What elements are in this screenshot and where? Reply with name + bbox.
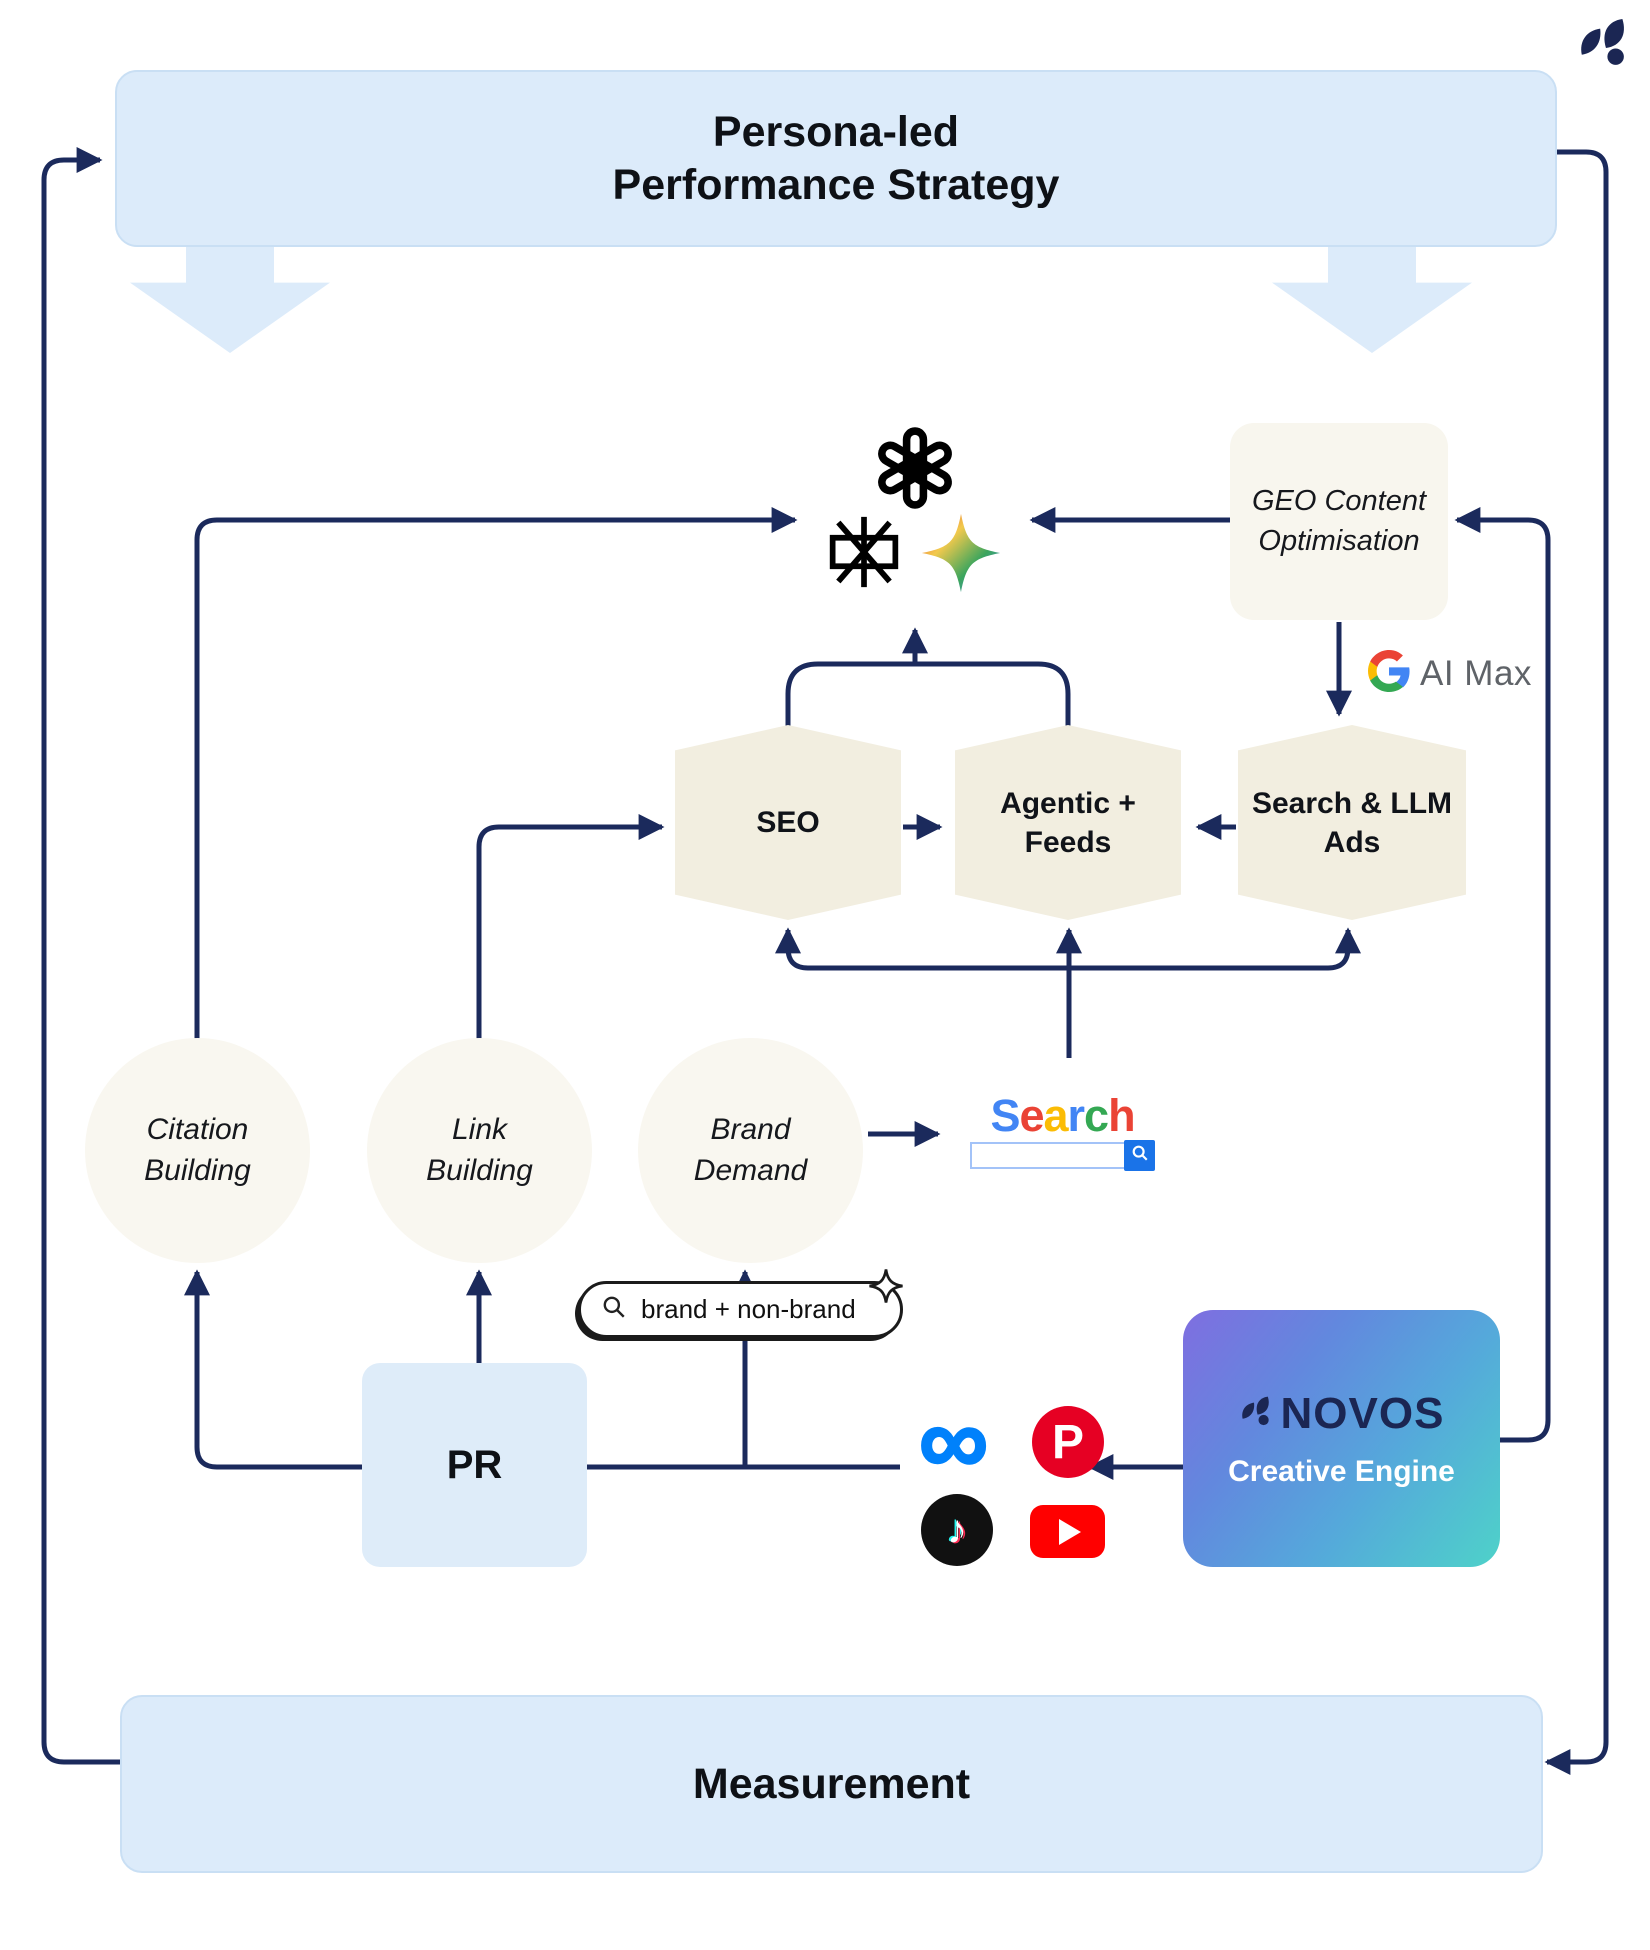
- search-llm-ads-hexagon: Search & LLM Ads: [1238, 725, 1466, 920]
- novos-creative-engine-box: NOVOS Creative Engine: [1183, 1310, 1500, 1567]
- ai-max-label: AI Max: [1420, 653, 1532, 693]
- brand-label-line1: Brand: [710, 1113, 791, 1146]
- geo-box-line2: Optimisation: [1258, 524, 1420, 557]
- wire-pr-to-citation: [184, 1269, 362, 1470]
- perplexity-icon: [826, 514, 902, 595]
- ads-label-line1: Search & LLM: [1251, 786, 1453, 820]
- brand-demand-circle: Brand Demand: [638, 1038, 863, 1263]
- wire-citation-to-ai: [194, 507, 798, 1040]
- wire-hex-bracket-up: [785, 661, 1071, 727]
- wire-measurement-to-persona: [41, 147, 120, 1765]
- brand-nonbrand-pill: brand + non-brand: [578, 1269, 903, 1338]
- meta-infinity-glyph: ∞: [918, 1384, 990, 1496]
- novos-leaf-logo: [1576, 18, 1634, 81]
- pinterest-icon: P: [1032, 1406, 1104, 1478]
- pill-text: brand + non-brand: [641, 1294, 856, 1324]
- link-label-line2: Building: [426, 1153, 533, 1187]
- youtube-play-glyph: [1058, 1518, 1081, 1545]
- seo-label: SEO: [756, 806, 820, 839]
- ads-label-line2: Ads: [1323, 825, 1381, 859]
- measurement-banner: Measurement: [120, 1695, 1543, 1873]
- novos-leaf-icon: [1241, 1396, 1269, 1425]
- novos-brand-text: NOVOS: [1280, 1388, 1445, 1438]
- agentic-feeds-hexagon: Agentic + Feeds: [955, 725, 1181, 920]
- pr-box: PR: [362, 1363, 587, 1567]
- link-label-line1: Link: [451, 1113, 508, 1146]
- wire-novos-to-geo: [1454, 507, 1551, 1443]
- novos-wordmark: NOVOS: [1239, 1389, 1445, 1439]
- measurement-label: Measurement: [692, 1759, 971, 1808]
- openai-icon: [873, 426, 957, 515]
- pr-label: PR: [446, 1442, 503, 1487]
- wire-persona-to-measurement: [1544, 149, 1609, 1775]
- tiktok-note-glyph: ♪: [947, 1507, 967, 1552]
- agentic-label-line1: Agentic +: [1000, 786, 1136, 820]
- agentic-label-line2: Feeds: [1024, 825, 1112, 859]
- persona-banner-line2: Performance Strategy: [612, 160, 1060, 209]
- citation-building-circle: Citation Building: [85, 1038, 310, 1263]
- pinterest-p-glyph: P: [1051, 1415, 1084, 1469]
- google-g-icon: [1368, 650, 1410, 697]
- sparkle-icon: [868, 1268, 904, 1309]
- google-ai-max: AI Max: [1368, 650, 1532, 697]
- meta-icon: ∞: [906, 1384, 1001, 1496]
- tiktok-icon: ♪: [921, 1494, 993, 1566]
- citation-label-line2: Building: [144, 1153, 251, 1187]
- search-button: [1124, 1140, 1155, 1171]
- search-magnifier-icon: [1131, 1144, 1149, 1167]
- google-search-wordmark: Search: [990, 1090, 1135, 1141]
- link-building-circle: Link Building: [367, 1038, 592, 1263]
- persona-banner-line1: Persona-led: [712, 108, 960, 157]
- geo-content-optimisation-box: GEO Content Optimisation: [1230, 423, 1448, 620]
- youtube-icon: [1030, 1505, 1105, 1558]
- wire-link-to-seo: [476, 814, 665, 1040]
- pill-magnifier-icon: [601, 1294, 627, 1325]
- brand-label-line2: Demand: [693, 1153, 808, 1187]
- gemini-icon: [920, 512, 1002, 599]
- seo-hexagon: SEO: [675, 725, 901, 920]
- search-input: [970, 1142, 1124, 1169]
- persona-strategy-banner: Persona-led Performance Strategy: [115, 70, 1557, 247]
- geo-box-line1: GEO Content: [1251, 485, 1427, 518]
- citation-label-line1: Citation: [146, 1113, 249, 1146]
- novos-subtitle: Creative Engine: [1228, 1454, 1455, 1488]
